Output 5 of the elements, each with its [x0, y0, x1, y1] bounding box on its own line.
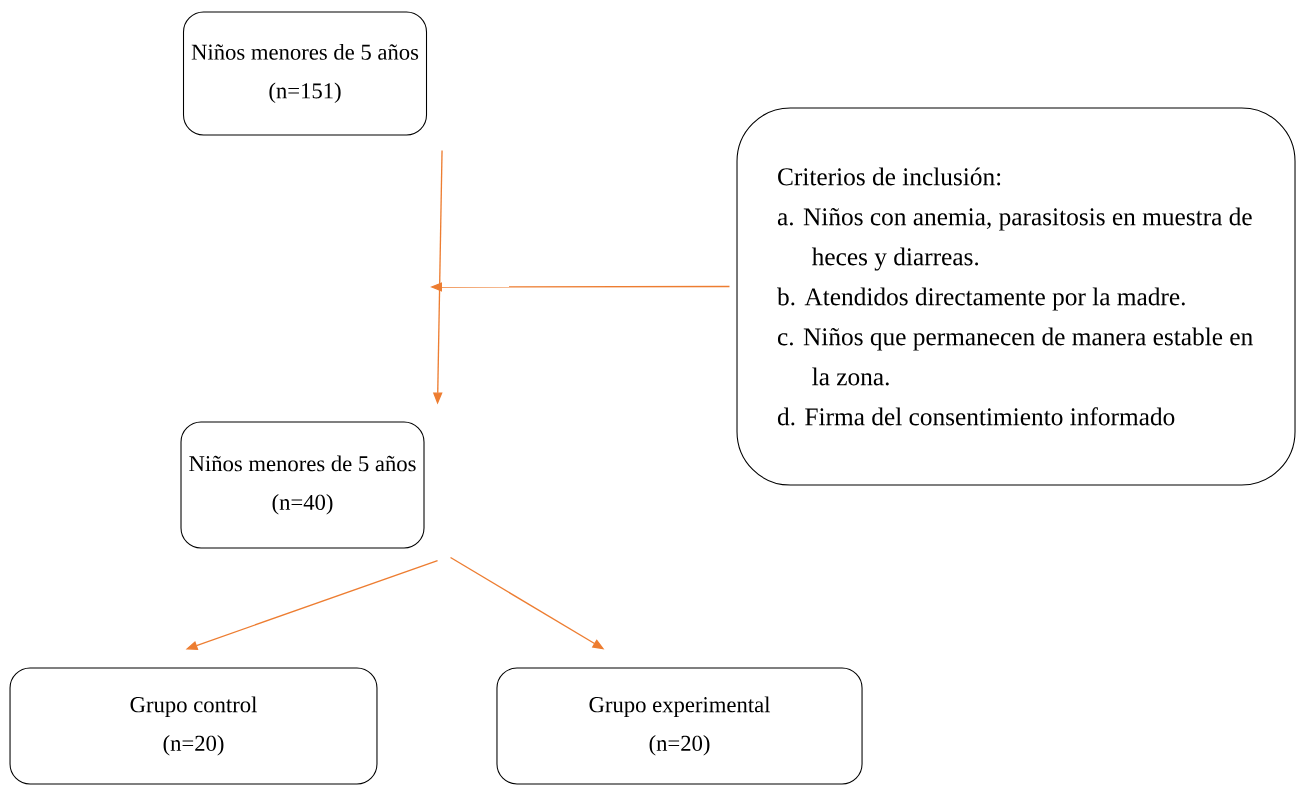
process-box: Niños menores de 5 años (n=40): [180, 421, 425, 549]
criteria-box: Criterios de inclusión: a. Niños con anemia, parasitosis en muestra de heces y diarreas. b. Atendidos directamente por la madre. c. Niños que permanecen de manera estable en la zona. d. Firma del consentimiento informado: [736, 107, 1296, 486]
process-box: Niños menores de 5 años (n=151): [182, 11, 428, 136]
process-box: Grupo control (n=20): [9, 667, 378, 785]
process-box: Grupo experimental (n=20): [496, 667, 863, 785]
